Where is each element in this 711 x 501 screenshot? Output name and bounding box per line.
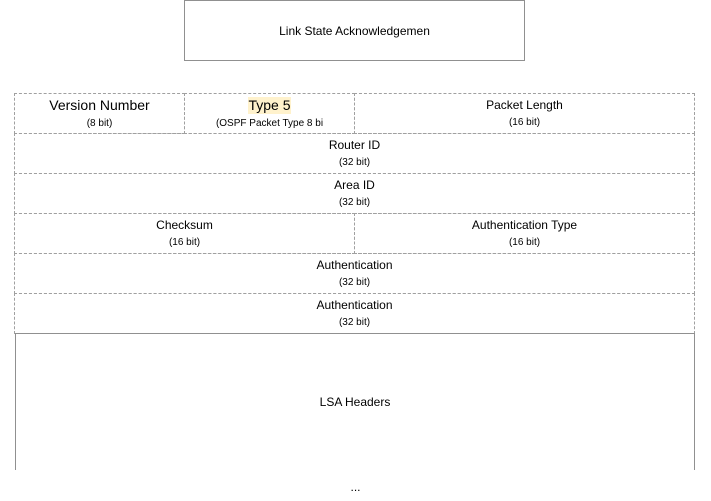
field-bits: (OSPF Packet Type 8 bi — [215, 118, 324, 129]
field-router-id: Router ID (32 bit) — [14, 133, 695, 174]
field-bits: (8 bit) — [86, 118, 113, 129]
field-name: Authentication — [316, 298, 393, 312]
field-name: Authentication Type — [471, 218, 578, 232]
lsa-headers-label: LSA Headers — [319, 395, 391, 409]
field-name: Router ID — [328, 138, 381, 152]
field-authentication-2: Authentication (32 bit) — [14, 293, 695, 334]
packet-title: Link State Acknowledgemen — [279, 23, 430, 38]
lsa-headers-box: LSA Headers — [15, 333, 695, 470]
field-authentication-1: Authentication (32 bit) — [14, 253, 695, 294]
field-name: Packet Length — [486, 98, 563, 112]
field-bits: (32 bit) — [338, 157, 371, 168]
field-packet-length: Packet Length (16 bit) — [354, 93, 695, 134]
field-checksum: Checksum (16 bit) — [14, 213, 355, 254]
field-name: Type 5 — [248, 97, 291, 114]
field-bits: (32 bit) — [338, 277, 371, 288]
field-bits: (16 bit) — [168, 237, 201, 248]
field-authentication-type: Authentication Type (16 bit) — [354, 213, 695, 254]
field-version-number: Version Number (8 bit) — [14, 93, 185, 134]
field-bits: (32 bit) — [338, 197, 371, 208]
field-type: Type 5 (OSPF Packet Type 8 bi — [184, 93, 355, 134]
continuation-ellipsis: ... — [350, 480, 361, 494]
field-name: Version Number — [49, 97, 150, 113]
field-area-id: Area ID (32 bit) — [14, 173, 695, 214]
field-name: Area ID — [334, 178, 375, 192]
packet-title-box: Link State Acknowledgemen — [184, 0, 525, 61]
field-bits: (16 bit) — [508, 237, 541, 248]
field-bits: (16 bit) — [508, 117, 541, 128]
field-name: Authentication — [316, 258, 393, 272]
field-name: Checksum — [156, 218, 213, 232]
field-bits: (32 bit) — [338, 317, 371, 328]
